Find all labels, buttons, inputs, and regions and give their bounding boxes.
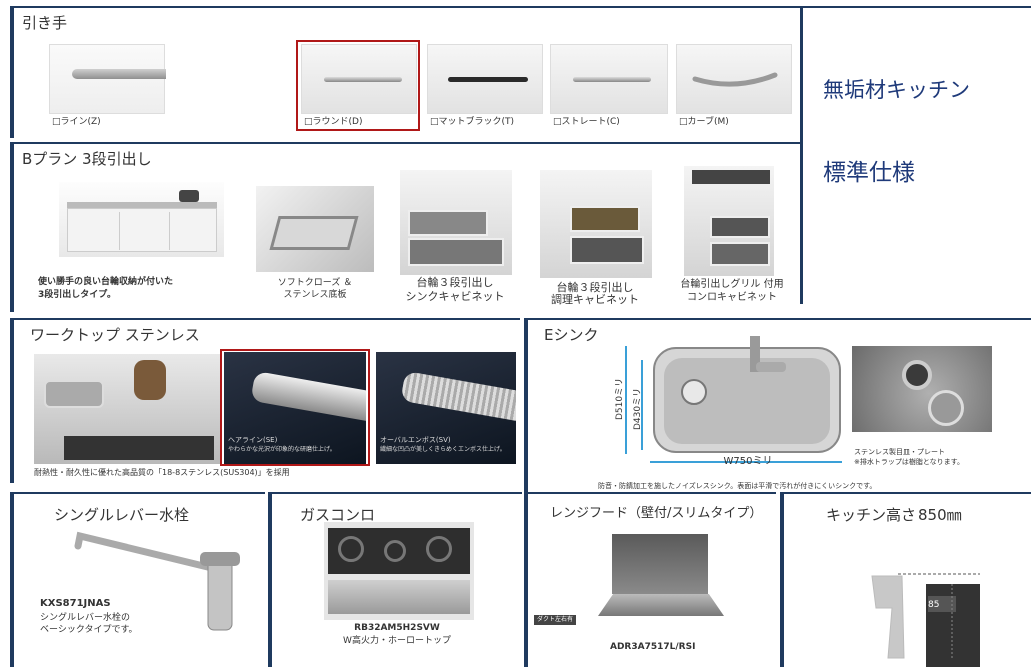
- handle-round-selected-frame: [296, 40, 420, 131]
- sink-d510: D510ミリ: [615, 377, 625, 420]
- sink-cabinet-caption-1: 台輪３段引出し: [416, 276, 494, 289]
- stove-cabinet-caption-2: コンロキャビネット: [687, 292, 777, 303]
- height-value: 850㎜: [918, 506, 962, 524]
- oval-emboss-image: [376, 352, 516, 464]
- hairline-desc: やわらかな光沢が印象的な研磨仕上げ。: [228, 446, 336, 453]
- handle-line-label: □ライン(Z): [52, 117, 101, 127]
- oval-emboss-label: オーバルエンボス(SV): [380, 436, 451, 444]
- height-title: キッチン高さ: [826, 506, 917, 524]
- kitchen-overview-image: [59, 182, 224, 257]
- sink-cabinet-caption-2: シンクキャビネット: [405, 290, 505, 303]
- stove-desc: W高火力・ホーロートップ: [343, 636, 451, 646]
- softclose-caption-1: ソフトクローズ ＆: [277, 278, 353, 288]
- hood-image: [598, 534, 724, 622]
- height-figure-graphic: [871, 573, 980, 667]
- handle-matblack-image: [427, 44, 543, 114]
- hairline-label: ヘアライン(SE): [228, 436, 278, 444]
- handle-curve-image: [676, 44, 792, 114]
- sink-w750: W750ミリ: [723, 456, 773, 467]
- stove-image: [324, 522, 474, 620]
- handle-round-label: □ラウンド(D): [304, 117, 363, 127]
- sink-note-2: ※排水トラップは樹脂となります。: [854, 458, 964, 466]
- softclose-image: [256, 186, 374, 272]
- worktop-kitchen-image: [34, 354, 220, 464]
- side-title-panel: 無垢材キッチン 標準仕様: [800, 6, 1031, 304]
- curve-handle-graphic: [692, 72, 778, 87]
- cooking-cabinet-caption-1: 台輪３段引出し: [556, 281, 634, 294]
- softclose-caption-2: ステンレス底板: [283, 290, 347, 300]
- oval-emboss-desc: 繊細な凹凸が美しくきらめくエンボス仕上げ。: [380, 446, 506, 453]
- handle-line-image: [49, 44, 166, 114]
- stove-model: RB32AM5H2SVW: [354, 623, 440, 633]
- sink-panel: Eシンク D510ミリ D430ミリ W750ミリ ステンレス製目皿・プレート …: [524, 318, 1031, 494]
- faucet-desc-1: シングルレバー水栓の: [40, 613, 131, 623]
- handle-matblack-label: □マットブラック(T): [430, 117, 515, 127]
- cooking-cabinet-image: [540, 170, 652, 278]
- hood-model: ADR3A7517L/RSI: [610, 642, 696, 652]
- stove-cabinet-caption-1: 台輪引出しグリル 付用: [680, 279, 784, 290]
- handles-title: 引き手: [22, 14, 68, 32]
- stove-title: ガスコンロ: [300, 506, 376, 524]
- side-title-line2: 標準仕様: [823, 160, 915, 186]
- height-marker: 85: [928, 600, 940, 610]
- handle-straight-label: □ストレート(C): [553, 117, 620, 127]
- stove-cabinet-image: [684, 166, 774, 276]
- faucet-graphic: [74, 531, 240, 631]
- handles-panel: 引き手 □ライン(Z) □ラウンド(D) □マットブラック(T) □ストレート(…: [10, 6, 800, 138]
- sink-dimension-graphic: [625, 336, 842, 463]
- sink-d430: D430ミリ: [633, 387, 643, 430]
- sink-cabinet-image: [400, 170, 512, 275]
- faucet-model: KXS871JNAS: [40, 598, 111, 609]
- handle-round-image: [301, 44, 417, 114]
- sink-title: Eシンク: [544, 326, 599, 344]
- hairline-selected-frame: [220, 349, 370, 466]
- handle-curve-label: □カーブ(M): [679, 117, 729, 127]
- hood-tag: ダクト左右有: [534, 615, 577, 625]
- hood-panel: レンジフード（壁付/スリムタイプ） ダクト左右有 ADR3A7517L/RSI: [524, 492, 776, 667]
- side-title-line1: 無垢材キッチン: [823, 78, 970, 102]
- hairline-finish-image: [224, 352, 366, 464]
- drawers-title: Bプラン 3段引出し: [22, 150, 152, 168]
- drawers-main-caption-2: 3段引出しタイプ。: [38, 290, 116, 300]
- drawers-panel: Bプラン 3段引出し 使い勝手の良い台輪収納が付いた 3段引出しタイプ。 ソフト…: [10, 142, 800, 312]
- worktop-panel: ワークトップ ステンレス ヘアライン(SE) やわらかな光沢が印象的な研磨仕上げ…: [10, 318, 520, 483]
- stove-panel: ガスコンロ RB32AM5H2SVW W高火力・ホーロートップ: [268, 492, 522, 667]
- faucet-desc-2: ベーシックタイプです。: [40, 625, 138, 635]
- faucet-title: シングルレバー水栓: [54, 506, 190, 524]
- faucet-panel: シングルレバー水栓 KXS871JNAS シングルレバー水栓の ベーシックタイプ…: [10, 492, 265, 667]
- worktop-title: ワークトップ ステンレス: [30, 326, 200, 344]
- height-panel: キッチン高さ 850㎜ 85: [780, 492, 1031, 667]
- handle-straight-image: [550, 44, 668, 114]
- hood-title: レンジフード（壁付/スリムタイプ）: [550, 506, 763, 521]
- sink-drain-image: [852, 346, 992, 432]
- cooking-cabinet-caption-2: 調理キャビネット: [551, 293, 639, 306]
- drawers-main-caption-1: 使い勝手の良い台輪収納が付いた: [38, 277, 174, 287]
- sink-footer: 防音・防錆加工を施したノイズレスシンク。表面は平滑で汚れが付きにくいシンクです。: [598, 482, 877, 490]
- worktop-footer: 耐熱性・耐久性に優れた高品質の「18-8ステンレス(SUS304)」を採用: [34, 468, 290, 477]
- sink-note-1: ステンレス製目皿・プレート: [854, 448, 945, 456]
